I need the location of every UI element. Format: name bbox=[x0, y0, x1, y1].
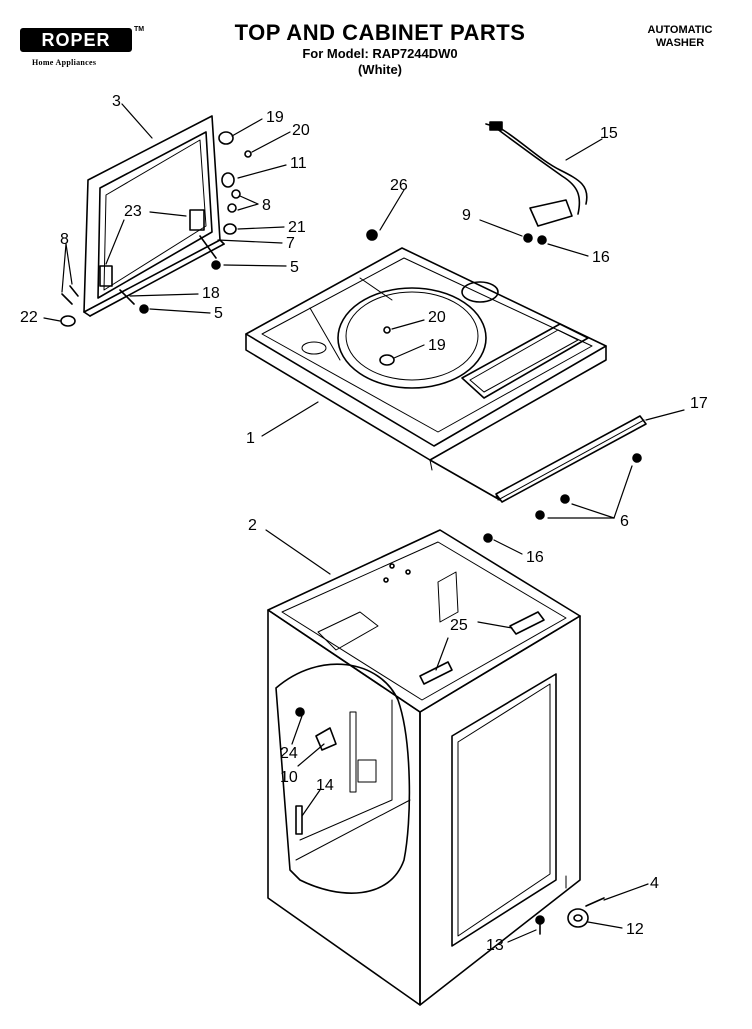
top-assembly bbox=[245, 247, 607, 501]
callout-5: 5 bbox=[290, 259, 299, 276]
callout-8-left: 8 bbox=[60, 231, 69, 248]
lid-assembly bbox=[60, 115, 252, 327]
lid-switch-harness bbox=[485, 121, 588, 245]
callout-15: 15 bbox=[600, 125, 618, 142]
callout-22: 22 bbox=[20, 309, 38, 326]
logo-text: ROPER bbox=[41, 30, 111, 50]
callout-10: 10 bbox=[280, 769, 298, 786]
logo-tagline: Home Appliances bbox=[32, 58, 97, 67]
callout-26: 26 bbox=[390, 177, 408, 194]
model-line: For Model: RAP7244DW0 bbox=[302, 46, 458, 61]
callout-4: 4 bbox=[650, 875, 659, 892]
callout-3: 3 bbox=[112, 93, 121, 110]
callout-18: 18 bbox=[202, 285, 220, 302]
roper-logo: ROPER bbox=[20, 28, 132, 52]
callout-20: 20 bbox=[292, 122, 310, 139]
callout-6: 6 bbox=[620, 513, 629, 530]
callout-1: 1 bbox=[246, 430, 255, 447]
trademark: TM bbox=[134, 26, 145, 33]
callout-13: 13 bbox=[486, 937, 504, 954]
leader-lines bbox=[43, 103, 685, 943]
callout-numbers: 3 19 20 11 8 21 7 5 23 8 18 5 22 26 15 9… bbox=[20, 93, 708, 954]
appliance-type-line1: AUTOMATIC bbox=[647, 24, 713, 36]
cabinet-assembly bbox=[267, 529, 605, 1006]
page-title: TOP AND CABINET PARTS bbox=[234, 20, 526, 45]
callout-19: 19 bbox=[266, 109, 284, 126]
callout-25: 25 bbox=[450, 617, 468, 634]
rear-bracket bbox=[366, 229, 647, 543]
callout-14: 14 bbox=[316, 777, 334, 794]
callout-2: 2 bbox=[248, 517, 257, 534]
appliance-type-line2: WASHER bbox=[655, 37, 705, 49]
callout-5-lower: 5 bbox=[214, 305, 223, 322]
callout-16: 16 bbox=[592, 249, 610, 266]
callout-8: 8 bbox=[262, 197, 271, 214]
color-line: (White) bbox=[357, 62, 403, 77]
callout-12: 12 bbox=[626, 921, 644, 938]
callout-9: 9 bbox=[462, 207, 471, 224]
callout-20-top: 20 bbox=[428, 309, 446, 326]
callout-23: 23 bbox=[124, 203, 142, 220]
callout-19-top: 19 bbox=[428, 337, 446, 354]
callout-21: 21 bbox=[288, 219, 306, 236]
callout-11: 11 bbox=[290, 155, 307, 172]
callout-7: 7 bbox=[286, 235, 295, 252]
callout-24: 24 bbox=[280, 745, 298, 762]
callout-17: 17 bbox=[690, 395, 708, 412]
callout-16-lower: 16 bbox=[526, 549, 544, 566]
